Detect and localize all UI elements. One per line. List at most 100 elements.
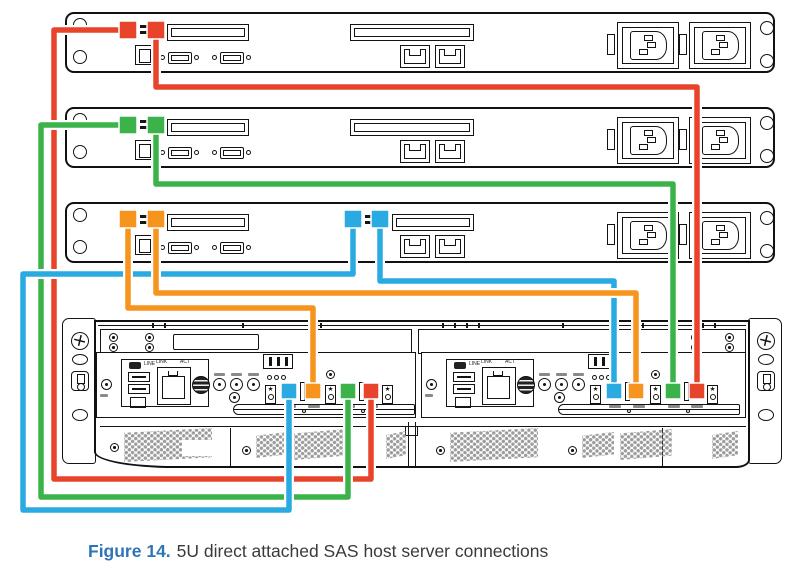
dsub-screw [160,55,165,60]
sas-star-box: ★ [265,385,276,404]
rail-screw [725,343,734,352]
power-inlet-tab [679,129,687,150]
fan-mesh [256,432,288,458]
serial-port [168,52,192,64]
sas-port-divider [300,382,305,401]
sas-star-box: ★ [325,385,336,404]
serial-jack [230,378,243,391]
tick-mark [242,323,244,328]
figure-caption-text: 5U direct attached SAS host server conne… [176,541,549,561]
fan-screw [568,446,577,455]
host-server-3 [65,202,775,263]
tiny-label [100,394,108,397]
led-indicator [606,375,611,380]
fan-mesh [712,431,738,459]
expansion-port [517,376,535,394]
sas-star-box: ★ [650,385,661,404]
rail-slot [173,334,259,350]
pcie-slot [167,214,249,231]
fan-mesh [386,431,406,459]
tiny-label [214,373,225,376]
led-indicator [592,375,597,380]
port-led [326,370,335,379]
rail-screw [725,333,734,342]
serial-jack [554,392,565,403]
tick-mark [478,323,480,328]
thumbscrew [760,54,774,68]
console-port [135,45,157,65]
dsub-screw [194,150,199,155]
power-inlet [617,117,679,164]
host-server-1 [65,12,775,73]
ear-slot [758,409,774,421]
fan-rail [100,426,746,427]
top-rail-right [418,329,746,354]
console-port [135,140,157,160]
ear-slot [72,354,88,365]
line-label: LINE [469,361,481,367]
usb3-block [588,354,618,369]
power-inlet-tab [607,34,615,55]
led-indicator [267,375,272,380]
rack-ear-left [62,318,96,464]
serial-jack [555,378,568,391]
tick-mark [164,323,166,328]
serial-jack [572,378,585,391]
dsub-screw [246,55,251,60]
sas-star-box: ★ [382,385,393,404]
line-label: LINE [144,361,156,367]
ear-slot [72,409,88,421]
fan-screw [436,446,445,455]
cli-mini-usb-port [129,362,141,369]
ear-screw-icon [69,330,91,352]
thumbscrew [73,240,87,254]
pcie-slot [167,119,249,136]
fan-screw [110,443,119,452]
nic-port [400,45,430,68]
c14-socket [702,126,739,155]
tick-mark [562,323,564,328]
serial-jack [213,378,226,391]
led-indicator [281,375,286,380]
fan-mesh [620,429,672,460]
power-inlet [617,22,679,69]
host-server-2 [65,107,775,168]
nic-port [435,140,465,163]
usb-port [453,372,475,382]
vga-port [220,52,244,64]
vent-dash [140,215,149,218]
expansion-port [192,376,210,394]
power-inlet [689,22,751,69]
chassis-seam [98,325,746,326]
tick-mark [152,323,154,328]
dsub-screw [160,150,165,155]
serial-port [168,242,192,254]
fan-bay-divider [415,422,416,468]
thumbscrew [73,18,87,32]
usb3-block [263,354,293,369]
dsub-screw [212,245,217,250]
pcie-slot [350,24,474,41]
sas-port-divider [625,382,630,401]
tick-mark [714,323,716,328]
rail-screw [145,343,154,352]
power-inlet-tab [607,224,615,245]
power-inlet [617,212,679,259]
serial-jack [229,392,240,403]
fan-screw [242,446,251,455]
c14-socket [702,221,739,250]
serial-port [168,147,192,159]
dsub-screw [194,245,199,250]
figure-number-label: Figure 14. [88,541,171,561]
tiny-label [573,373,584,376]
tick-mark [442,323,444,328]
cable-clamp-icon [757,371,775,391]
rail-screw [109,333,118,342]
thumbscrew [760,116,774,130]
pcie-slot [350,119,474,136]
power-button-icon [426,379,437,390]
pcie-slot [392,214,474,231]
controller-latch [233,404,415,415]
power-inlet-tab [679,34,687,55]
thumbscrew [73,208,87,222]
